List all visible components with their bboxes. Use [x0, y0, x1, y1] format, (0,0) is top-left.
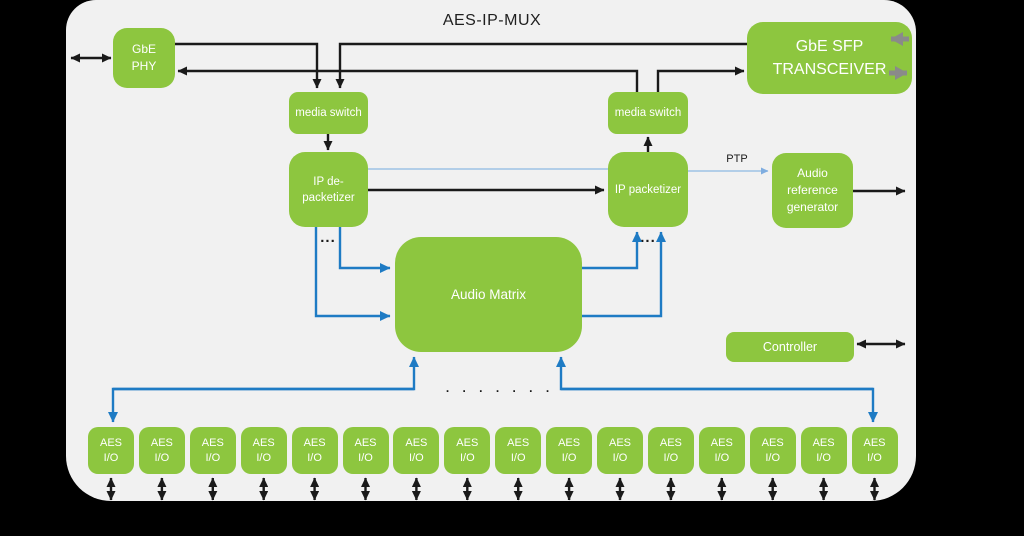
- aes-io-label-line1: AES: [812, 437, 835, 449]
- aes-io-label-line1: AES: [303, 437, 326, 449]
- transceiver-label-line2: TRANSCEIVER: [772, 61, 887, 78]
- ip-depacketizer-label-line2: packetizer: [302, 191, 355, 204]
- aes-io-label-line1: AES: [863, 437, 886, 449]
- aes-io-label-line1: AES: [710, 437, 733, 449]
- conn-transceiver-to-media-switch: [335, 42, 747, 89]
- aes-io-label-line2: I/O: [256, 451, 272, 464]
- aes-io-label-line2: I/O: [867, 451, 882, 464]
- conn-aes-bus-to-matrix-right: [556, 356, 873, 391]
- conn-matrix-to-aes-first: [108, 387, 414, 423]
- aes-io-box: AES I/O: [647, 427, 694, 474]
- aes-io-label-line1: AES: [354, 437, 377, 449]
- aes-io-label-line2: I/O: [561, 451, 577, 464]
- aes-io-label-line1: AES: [558, 437, 581, 449]
- aes-io-label-line2: I/O: [307, 451, 322, 464]
- aes-io-box: AES I/O: [749, 427, 796, 474]
- gbe-phy-label-line2: PHY: [131, 59, 157, 73]
- aes-io-label-line1: AES: [507, 437, 530, 449]
- aes-io-label-line1: AES: [99, 437, 122, 449]
- aes-io-box: AES I/O: [444, 427, 491, 474]
- media-switch-right-block: media switch: [608, 92, 688, 134]
- media-switch-right-label: media switch: [614, 107, 682, 119]
- audio-ref-label-line1: Audio: [797, 166, 828, 180]
- aes-io-box: AES I/O: [189, 427, 236, 474]
- aes-io-label-line1: AES: [252, 437, 275, 449]
- aes-io-box: AES I/O: [800, 427, 847, 474]
- aes-io-box: AES I/O: [495, 427, 542, 474]
- audio-matrix-block: Audio Matrix: [395, 237, 582, 352]
- conn-matrix-packetizer-2: [582, 231, 666, 318]
- conn-matrix-packetizer-1: [582, 231, 642, 270]
- media-switch-left-label: media switch: [295, 107, 362, 119]
- aes-io-label-line1: AES: [201, 437, 224, 449]
- aes-io-box: AES I/O: [240, 427, 287, 474]
- conn-aes-bus-to-matrix-left: [113, 356, 419, 391]
- aes-io-label-line2: I/O: [459, 451, 475, 464]
- aes-io-box: AES I/O: [291, 427, 338, 474]
- conn-matrix-to-aes-last: [561, 387, 878, 423]
- conn-media-switch-to-phy: [177, 66, 639, 92]
- ip-depacketizer-block: IP de- packetizer: [289, 152, 368, 227]
- aes-io-box: AES I/O: [88, 427, 134, 474]
- aes-io-box: AES I/O: [546, 427, 593, 474]
- conn-phy-to-media-switch: [175, 42, 322, 89]
- aes-io-label-line2: I/O: [816, 451, 831, 464]
- conn-depacketizer-matrix-2: [314, 227, 391, 321]
- audio-ref-label-line2: reference: [787, 183, 838, 197]
- ip-depacketizer-label-line1: IP de-: [313, 175, 344, 188]
- aes-io-box: AES I/O: [138, 427, 185, 474]
- aes-io-label-line2: I/O: [612, 451, 628, 464]
- aes-io-box: AES I/O: [597, 427, 643, 474]
- audio-ref-label-line3: generator: [786, 200, 839, 214]
- aes-io-box: AES I/O: [342, 427, 389, 474]
- controller-label: Controller: [762, 340, 818, 354]
- bottom-dots: . . . . . . .: [445, 381, 555, 395]
- diagram-canvas: AES-IP-MUX GbE PHY media switch media sw…: [66, 0, 916, 501]
- aes-io-label-line1: AES: [761, 437, 784, 449]
- gbe-phy-label-line1: GbE: [131, 42, 156, 56]
- aes-io-label-line2: I/O: [103, 451, 119, 464]
- controller-block: Controller: [726, 332, 854, 362]
- aes-io-box: AES I/O: [393, 427, 440, 474]
- diagram-title: AES-IP-MUX: [442, 12, 542, 29]
- aes-io-label-line1: AES: [456, 437, 479, 449]
- conn-media-switch-to-transceiver: [656, 66, 745, 92]
- aes-io-label-line2: I/O: [714, 451, 730, 464]
- aes-io-label-line2: I/O: [154, 451, 170, 464]
- aes-io-label-line2: I/O: [409, 451, 424, 464]
- ip-packetizer-label: IP packetizer: [614, 183, 682, 196]
- aes-io-label-line2: I/O: [765, 451, 781, 464]
- aes-io-box: AES I/O: [698, 427, 745, 474]
- audio-matrix-label: Audio Matrix: [450, 287, 527, 302]
- aes-io-label-line1: AES: [659, 437, 682, 449]
- media-switch-left-block: media switch: [289, 92, 368, 134]
- gbe-sfp-transceiver-block: GbE SFP TRANSCEIVER: [747, 22, 912, 94]
- aes-io-label-line2: I/O: [663, 451, 679, 464]
- conn-depacketizer-matrix-1: [338, 227, 391, 273]
- transceiver-label-line1: GbE SFP: [795, 38, 864, 55]
- aes-io-label-line1: AES: [608, 437, 631, 449]
- ptp-label: PTP: [726, 153, 748, 165]
- ip-packetizer-block: IP packetizer: [608, 152, 688, 227]
- aes-io-label-line1: AES: [150, 437, 173, 449]
- audio-reference-generator-block: Audio reference generator: [772, 153, 853, 228]
- aes-io-box: AES I/O: [851, 427, 898, 474]
- aes-io-label-line2: I/O: [510, 451, 526, 464]
- aes-io-label-line1: AES: [405, 437, 428, 449]
- ellipsis-left: ...: [320, 229, 336, 246]
- aes-io-label-line2: I/O: [358, 451, 373, 464]
- gbe-phy-block: GbE PHY: [113, 28, 175, 88]
- aes-io-label-line2: I/O: [205, 451, 221, 464]
- ellipsis-right: ...: [640, 229, 656, 246]
